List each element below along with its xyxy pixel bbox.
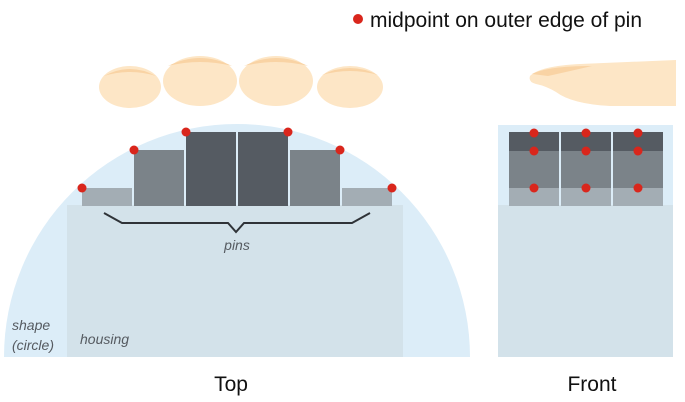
marker <box>387 183 397 193</box>
marker <box>181 127 191 137</box>
marker <box>283 127 293 137</box>
front-pin-3-outer <box>613 188 663 206</box>
legend: midpoint on outer edge of pin <box>353 9 642 32</box>
front-housing <box>498 205 673 357</box>
pins-brace <box>103 212 371 234</box>
fingertip-1 <box>99 66 161 108</box>
marker <box>581 128 591 138</box>
pin-3 <box>186 132 236 206</box>
front-pin-3-middle <box>613 151 663 188</box>
fingertips <box>99 56 383 108</box>
marker <box>633 146 643 156</box>
marker <box>529 146 539 156</box>
fingertip-2 <box>163 56 237 106</box>
pins-label: pins <box>223 237 250 253</box>
legend-label: midpoint on outer edge of pin <box>370 9 642 32</box>
marker <box>633 128 643 138</box>
front-pin-2-middle <box>561 151 611 188</box>
marker <box>129 145 139 155</box>
front-markers <box>529 128 643 193</box>
marker <box>77 183 87 193</box>
marker <box>581 183 591 193</box>
marker <box>335 145 345 155</box>
top-view-title: Top <box>214 373 248 396</box>
legend-marker-icon <box>353 14 363 24</box>
marker <box>529 183 539 193</box>
front-pin-1-inner <box>509 132 559 151</box>
marker <box>581 146 591 156</box>
finger-nail <box>532 66 592 76</box>
pin-1 <box>82 188 132 206</box>
shape-label-line2: (circle) <box>12 337 54 353</box>
fingertip-4 <box>317 66 383 108</box>
pins <box>82 132 392 206</box>
top-view: pins shape (circle) housing Top <box>4 56 470 396</box>
top-markers <box>77 127 397 193</box>
finger-side <box>529 60 676 106</box>
front-pin-3-inner <box>613 132 663 151</box>
front-pin-1-outer <box>509 188 559 206</box>
nail-1 <box>104 69 156 76</box>
nail-2 <box>168 58 232 66</box>
pin-2 <box>134 150 184 206</box>
shape-label-line1: shape <box>12 317 50 333</box>
front-pin-2-inner <box>561 132 611 151</box>
housing-label: housing <box>80 331 129 347</box>
marker <box>529 128 539 138</box>
pin-4 <box>238 132 288 206</box>
front-view: Front <box>498 60 676 396</box>
fingertip-3 <box>239 56 313 106</box>
marker <box>633 183 643 193</box>
front-pin-1-middle <box>509 151 559 188</box>
pin-5 <box>290 150 340 206</box>
front-pin-2-outer <box>561 188 611 206</box>
nail-4 <box>322 68 378 75</box>
pin-6 <box>342 188 392 206</box>
nail-3 <box>244 58 308 66</box>
front-view-title: Front <box>567 373 616 396</box>
front-pins <box>509 132 663 206</box>
